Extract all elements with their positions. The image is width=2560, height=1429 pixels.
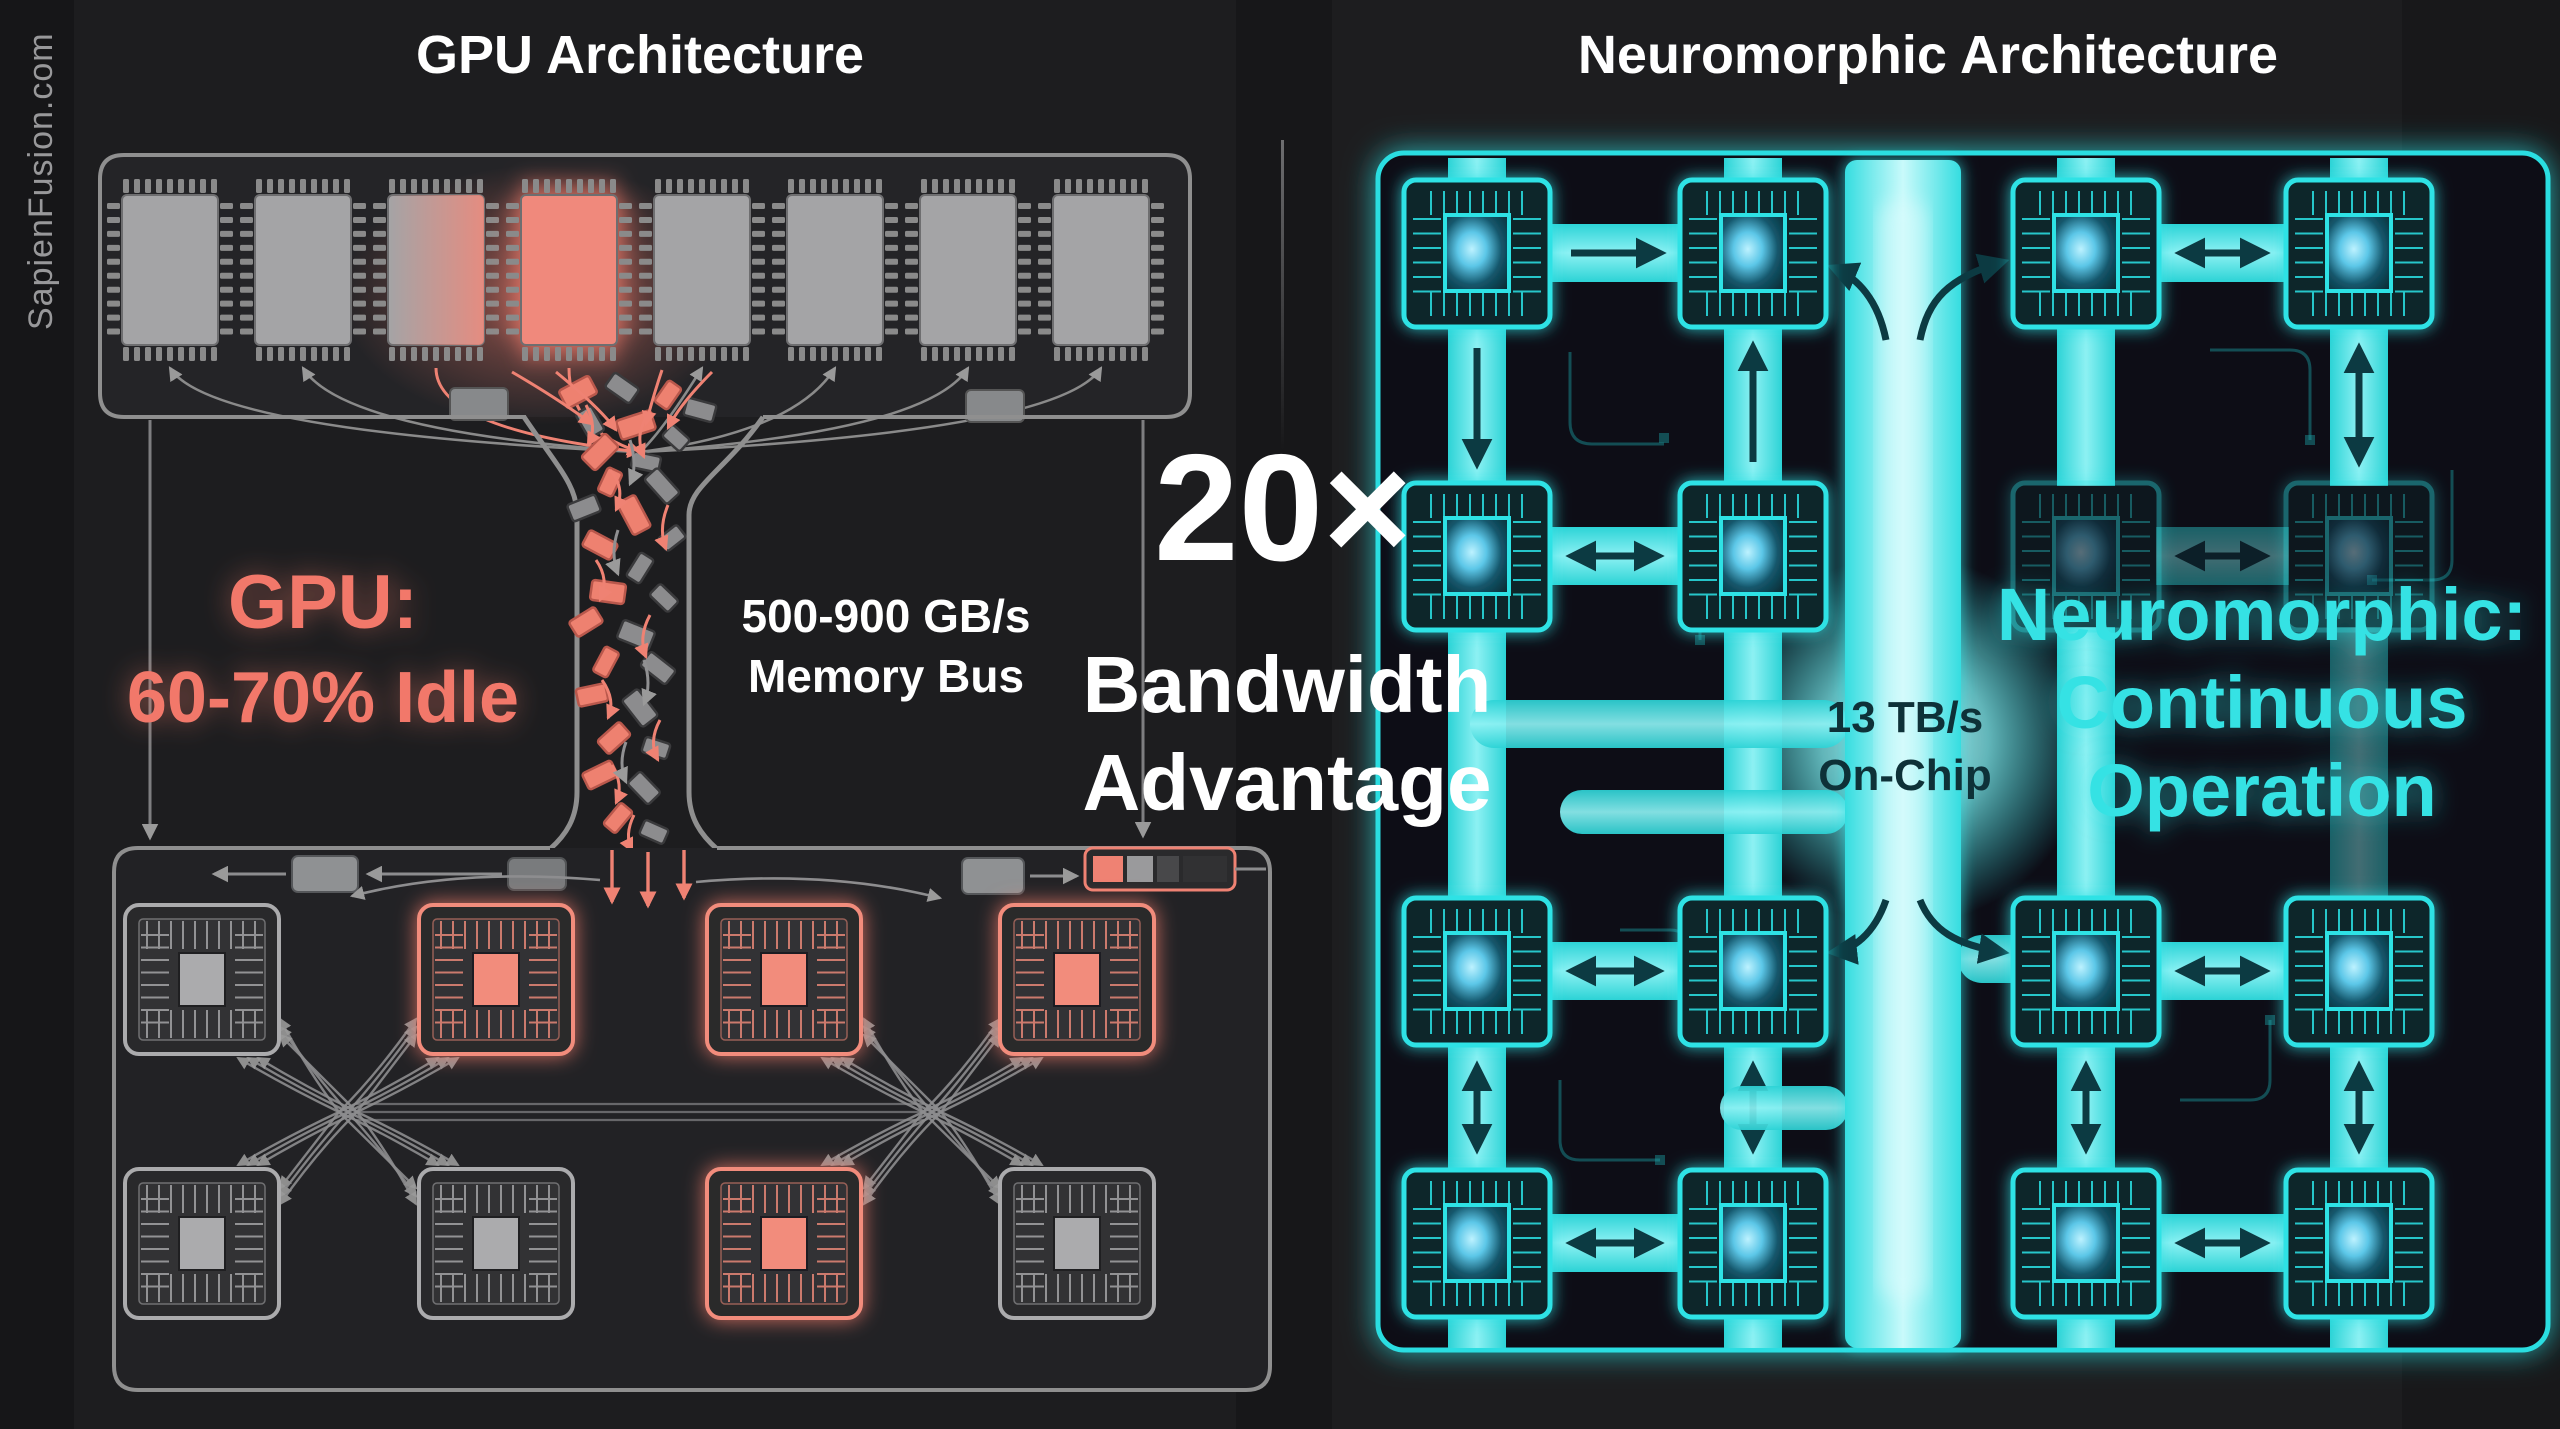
advantage-word: Advantage: [1083, 738, 1492, 827]
neuromorphic-chip: [1404, 483, 1550, 630]
bandwidth-multiplier: 20×: [1154, 423, 1412, 593]
center-divider: [1281, 140, 1284, 450]
core-container-packets: [211, 846, 1266, 909]
side-return-lines: [141, 420, 1152, 841]
gpu-core-idle: [123, 1167, 281, 1320]
neuromorphic-chip: [1680, 483, 1826, 630]
memory-chips: [106, 178, 1165, 362]
gpu-core-active: [705, 1167, 863, 1320]
gpu-core-idle: [998, 1167, 1156, 1320]
comparison-headline: 20× Bandwidth Advantage: [1083, 423, 1492, 827]
neuro-label-line1: Neuromorphic:: [1997, 573, 2527, 656]
gpu-architecture-panel: GPU: 60-70% Idle 500-900 GB/s Memory Bus: [98, 153, 1272, 1392]
neuromorphic-chip: [1404, 180, 1550, 327]
neuromorphic-architecture-panel: 13 TB/s On-Chip Neuromorphic: Continuous…: [1375, 150, 2551, 1353]
neuromorphic-chip: [1404, 898, 1550, 1045]
neuro-label-line2: Continuous: [2056, 661, 2467, 744]
memory-arrows: [168, 366, 1103, 459]
onchip-label-line1: 13 TB/s: [1827, 693, 1984, 742]
memory-container-border: [98, 153, 1192, 419]
core-interconnect-arrows: [236, 1017, 1044, 1206]
gpu-title: GPU Architecture: [416, 25, 864, 85]
onchip-label-line2: On-Chip: [1818, 751, 1992, 800]
gpu-core-idle: [417, 1167, 575, 1320]
neuromorphic-chip: [2286, 898, 2432, 1045]
neuro-title: Neuromorphic Architecture: [1578, 25, 2278, 85]
congested-packets: [511, 369, 718, 854]
neuromorphic-chip: [1680, 898, 1826, 1045]
bandwidth-word: Bandwidth: [1083, 640, 1492, 729]
neuromorphic-chip: [2013, 180, 2159, 327]
watermark: SapienFusion.com: [22, 32, 60, 330]
gpu-core-active: [705, 903, 863, 1056]
neuromorphic-chip: [2013, 1170, 2159, 1317]
gpu-core-active: [417, 903, 575, 1056]
neuromorphic-chip: [2286, 180, 2432, 327]
memory-chip: [239, 178, 367, 362]
neuromorphic-chip: [1680, 1170, 1826, 1317]
gpu-core-active: [998, 903, 1156, 1056]
neuromorphic-chip: [1680, 180, 1826, 327]
memory-chip: [638, 178, 766, 362]
neuromorphic-chip: [2013, 898, 2159, 1045]
memory-chip: [106, 178, 234, 362]
neuromorphic-chip: [1404, 1170, 1550, 1317]
memory-chip: [904, 178, 1032, 362]
memory-bus-label-line1: 500-900 GB/s: [742, 590, 1031, 642]
neuromorphic-chip: [2286, 1170, 2432, 1317]
memory-bus-label-line2: Memory Bus: [748, 650, 1024, 702]
memory-chip: [1037, 178, 1165, 362]
gpu-idle-label-line1: GPU:: [228, 560, 418, 645]
gpu-idle-label-line2: 60-70% Idle: [127, 658, 519, 738]
neuromorphic-buses: [1448, 158, 2388, 1348]
gpu-core-idle: [123, 903, 281, 1056]
memory-chip: [505, 178, 633, 362]
gpu-core-container-border: [112, 846, 1272, 1392]
memory-chip: [771, 178, 899, 362]
neuro-label-line3: Operation: [2087, 749, 2436, 832]
